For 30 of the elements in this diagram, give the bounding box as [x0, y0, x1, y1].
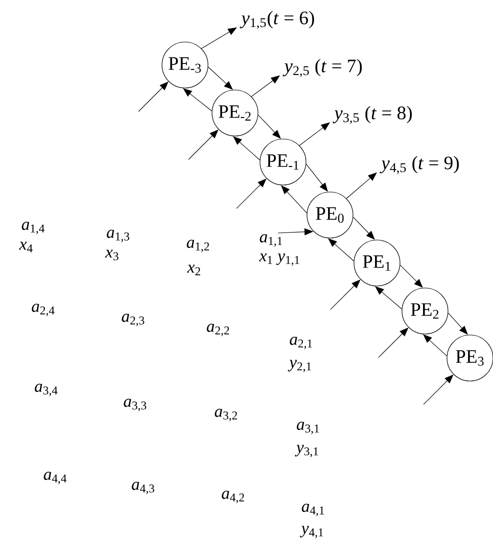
matrix-label: a$_{4,1}$ [302, 504, 324, 516]
matrix-label: a$_{2,2}$ [206, 324, 230, 336]
matrix-label: y$_{2,1}$ [288, 360, 311, 372]
matrix-label: a$_{4,4}$ [44, 472, 66, 484]
matrix-label: a$_{1,3}$ [106, 230, 130, 242]
arrow [138, 82, 168, 112]
matrix-label: x$_{2}$ [187, 264, 200, 276]
matrix-label: a$_{4,3}$ [132, 482, 154, 494]
output-label: y$_{2,5}$ (t = 7) [282, 58, 362, 78]
matrix-label: a$_{1,2}$ [186, 240, 210, 252]
arrow [188, 130, 218, 160]
arrow [208, 66, 233, 90]
matrix-label: a$_{2,3}$ [122, 314, 144, 326]
matrix-label: a$_{4,2}$ [222, 490, 244, 504]
matrix-label: a$_{3,2}$ [214, 408, 238, 422]
matrix-label: a$_{3,1}$ [296, 422, 319, 434]
output-label: y$_{1,5}$(t = 6) [240, 10, 314, 30]
arrow [201, 27, 237, 49]
output-label: y$_{4,5}$ (t = 9) [380, 156, 459, 174]
output-label: y$_{3,5}$ (t = 8) [332, 106, 412, 124]
matrix-label: a$_{2,1}$ [290, 336, 312, 350]
matrix-label: x$_{4}$ [19, 242, 33, 252]
matrix-label: a$_{1,4}$ [22, 222, 44, 234]
matrix-label: y$_{4,1}$ [300, 526, 323, 538]
matrix-label: y$_{3,1}$ [294, 444, 318, 458]
matrix-label: a$_{3,3}$ [124, 398, 146, 412]
matrix-label: a$_{3,4}$ [34, 384, 58, 396]
input-label: a$_{1,1}$ x$_{1}$ y$_{1,1}$ [259, 234, 300, 266]
matrix-label: x$_{3}$ [105, 250, 118, 260]
matrix-label: a$_{2,4}$ [32, 304, 54, 316]
